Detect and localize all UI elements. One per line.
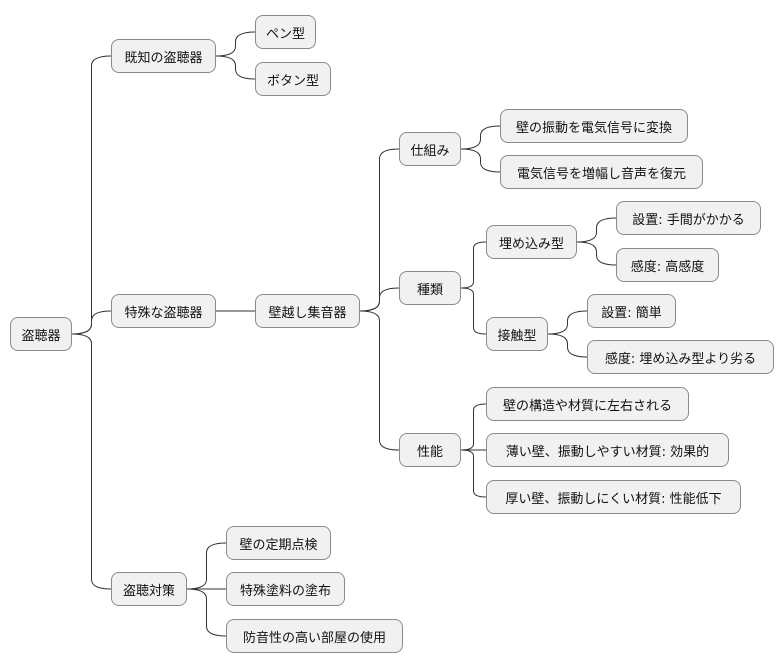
- connector-line: [460, 449, 487, 498]
- connector-line: [71, 55, 112, 335]
- connector-line: [460, 287, 487, 335]
- connector-line: [460, 241, 487, 289]
- node-performance-item-label: 壁の構造や材質に左右される: [502, 398, 672, 414]
- node-countermeasures-label: 盗聴対策: [122, 583, 175, 599]
- connector-line: [71, 333, 112, 590]
- connector-line: [359, 287, 400, 312]
- node-contact-sensitivity-label: 感度: 埋め込み型より劣る: [604, 351, 757, 367]
- node-countermeasure-item-label: 壁の定期点検: [239, 537, 318, 553]
- node-countermeasure-item[interactable]: 防音性の高い部屋の使用: [226, 619, 403, 653]
- connector-line: [359, 310, 400, 451]
- connector-line: [186, 588, 227, 637]
- node-embedded-install-label: 設置: 手間がかかる: [632, 212, 745, 228]
- node-types[interactable]: 種類: [399, 271, 461, 305]
- node-special-bugs-label: 特殊な盗聴器: [124, 305, 203, 321]
- node-contact-install[interactable]: 設置: 簡単: [587, 294, 676, 328]
- connector-line: [460, 125, 501, 150]
- connector-line: [547, 310, 588, 335]
- node-types-label: 種類: [416, 282, 443, 298]
- node-performance-item[interactable]: 厚い壁、振動しにくい材質: 性能低下: [486, 480, 741, 514]
- node-performance-item[interactable]: 薄い壁、振動しやすい材質: 効果的: [486, 433, 729, 467]
- node-countermeasure-item-label: 防音性の高い部屋の使用: [242, 630, 386, 646]
- node-known-bugs-label: 既知の盗聴器: [124, 50, 203, 66]
- connector-line: [215, 31, 256, 57]
- node-wall-listening-device[interactable]: 壁越し集音器: [255, 294, 360, 328]
- node-embedded-type-label: 埋め込み型: [498, 236, 564, 252]
- node-mechanism-item-label: 壁の振動を電気信号に変換: [515, 120, 672, 136]
- connector-line: [460, 403, 487, 451]
- node-mechanism-label: 仕組み: [410, 143, 450, 159]
- node-root[interactable]: 盗聴器: [10, 317, 72, 351]
- node-mechanism-item[interactable]: 電気信号を増幅し音声を復元: [500, 155, 703, 189]
- node-performance[interactable]: 性能: [399, 433, 461, 467]
- node-special-bugs[interactable]: 特殊な盗聴器: [111, 294, 216, 328]
- node-known-bugs[interactable]: 既知の盗聴器: [111, 39, 216, 73]
- node-embedded-install[interactable]: 設置: 手間がかかる: [616, 201, 761, 235]
- node-mechanism-item-label: 電気信号を増幅し音声を復元: [516, 166, 686, 182]
- node-contact-type-label: 接触型: [497, 328, 537, 344]
- node-contact-install-label: 設置: 簡単: [601, 305, 662, 321]
- node-mechanism-item[interactable]: 壁の振動を電気信号に変換: [500, 109, 688, 143]
- node-performance-label: 性能: [416, 444, 443, 460]
- connector-line: [215, 55, 256, 80]
- node-embedded-sensitivity-label: 感度: 高感度: [630, 259, 705, 275]
- node-countermeasure-item[interactable]: 壁の定期点検: [226, 526, 331, 560]
- node-button-type[interactable]: ボタン型: [255, 62, 331, 96]
- connector-line: [576, 217, 617, 243]
- connector-line: [547, 333, 588, 358]
- connector-line: [359, 148, 400, 312]
- node-performance-item-label: 厚い壁、振動しにくい材質: 性能低下: [505, 491, 722, 507]
- node-mechanism[interactable]: 仕組み: [399, 132, 461, 166]
- node-button-type-label: ボタン型: [266, 73, 319, 89]
- connector-line: [71, 310, 112, 335]
- node-contact-type[interactable]: 接触型: [486, 317, 548, 351]
- node-countermeasure-item-label: 特殊塗料の塗布: [239, 583, 331, 599]
- node-contact-sensitivity[interactable]: 感度: 埋め込み型より劣る: [587, 340, 774, 374]
- node-pen-type-label: ペン型: [265, 26, 305, 42]
- node-embedded-type[interactable]: 埋め込み型: [486, 225, 577, 259]
- node-root-label: 盗聴器: [21, 328, 61, 344]
- node-pen-type[interactable]: ペン型: [255, 15, 316, 49]
- node-embedded-sensitivity[interactable]: 感度: 高感度: [616, 248, 719, 282]
- connector-line: [460, 148, 501, 173]
- node-performance-item[interactable]: 壁の構造や材質に左右される: [486, 387, 689, 421]
- node-performance-item-label: 薄い壁、振動しやすい材質: 効果的: [505, 444, 710, 460]
- connector-line: [186, 542, 227, 590]
- node-countermeasure-item[interactable]: 特殊塗料の塗布: [226, 572, 345, 606]
- node-wall-listening-device-label: 壁越し集音器: [268, 305, 347, 321]
- connector-line: [576, 241, 617, 266]
- node-countermeasures[interactable]: 盗聴対策: [111, 572, 187, 606]
